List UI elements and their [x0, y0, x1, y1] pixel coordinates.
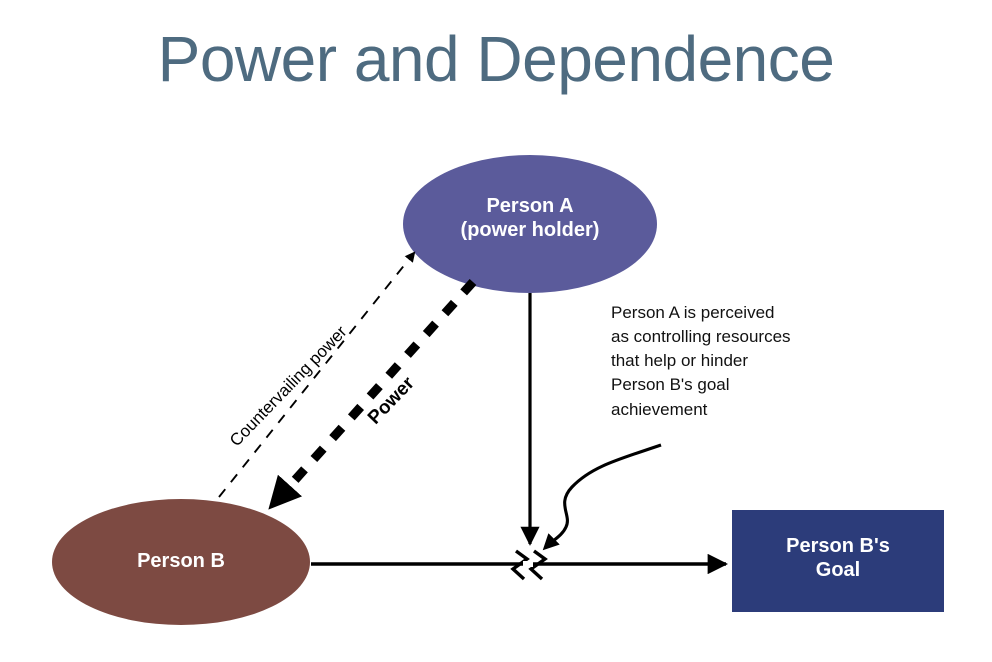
node-person-b[interactable]: [52, 499, 310, 625]
break-gap: [523, 561, 533, 567]
break-marker-icon: [510, 549, 530, 581]
page-title: Power and Dependence: [157, 23, 835, 95]
node-person-a[interactable]: [403, 155, 657, 293]
edge-annotation-pointer: [542, 443, 662, 551]
break-marker-icon-second: [528, 549, 548, 581]
edge-power: [268, 278, 477, 510]
annotation-text: Person A is perceived as controlling res…: [611, 303, 791, 419]
node-goal-box[interactable]: [732, 510, 944, 612]
edge-countervailing-power: [218, 251, 416, 498]
